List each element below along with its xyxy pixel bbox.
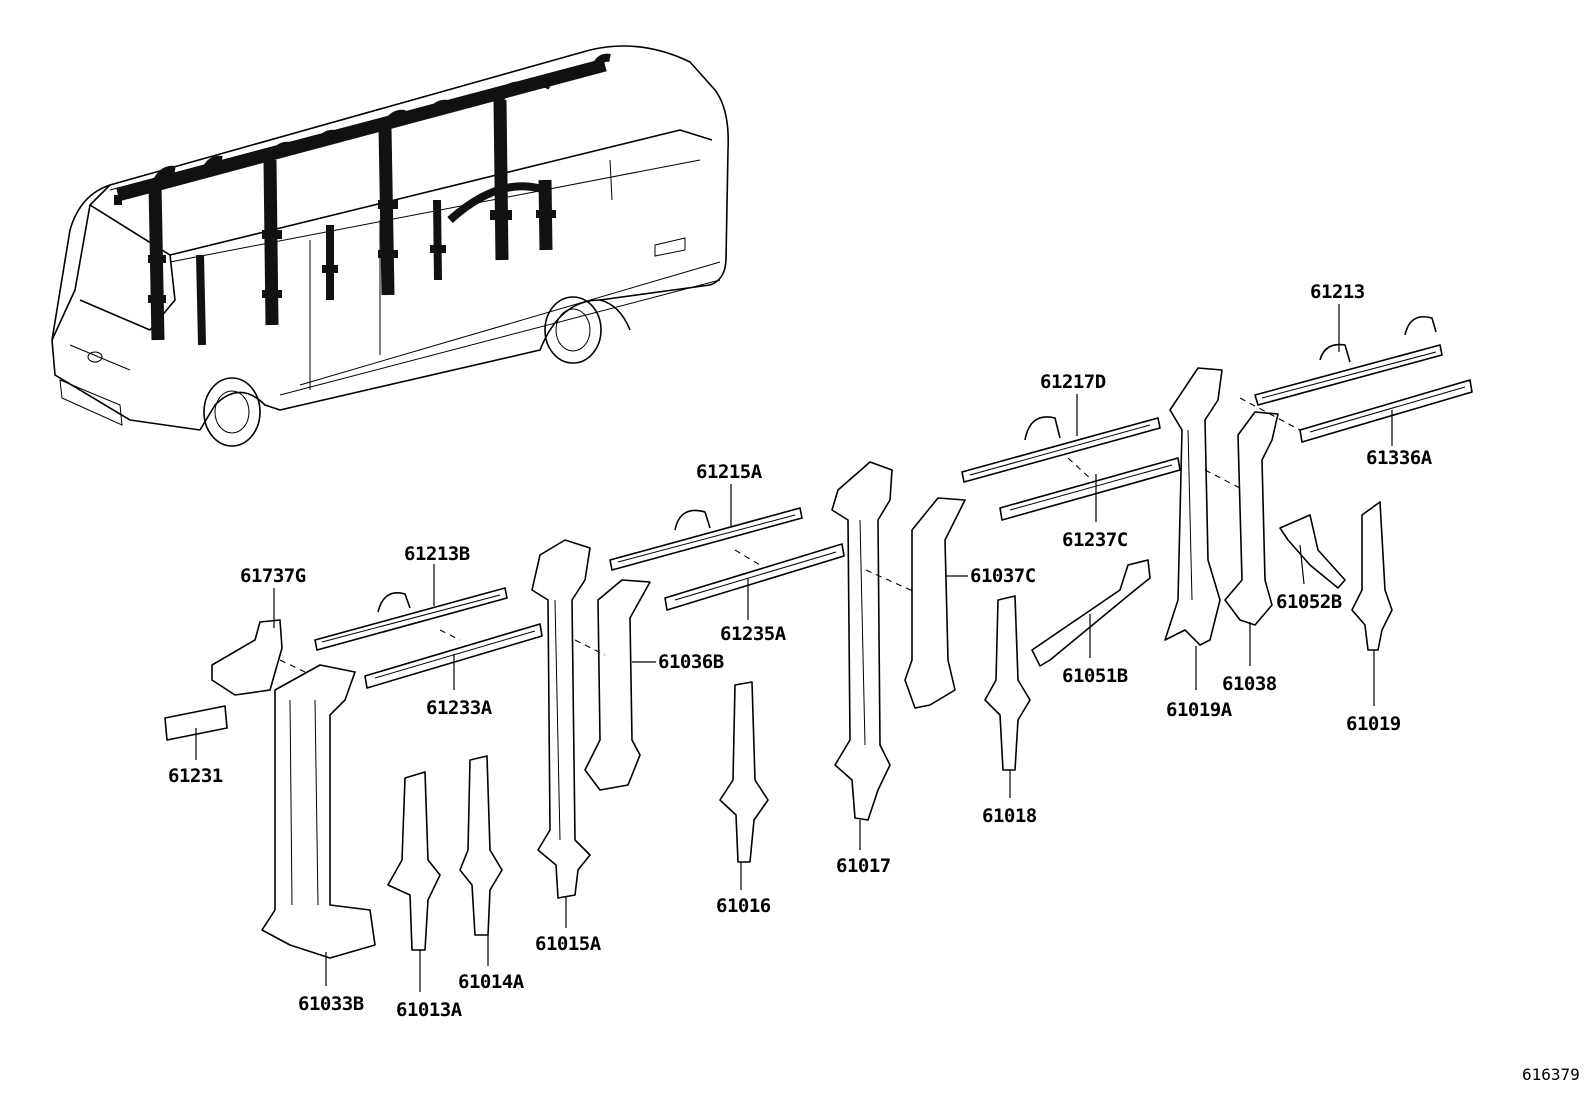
label-61016: 61016 (716, 895, 771, 917)
part-labels: 61213 61336A 61217D 61237C 61215A 61235A… (168, 281, 1580, 1084)
label-61018: 61018 (982, 805, 1037, 827)
label-61013A: 61013A (396, 999, 463, 1021)
label-61015A: 61015A (535, 933, 602, 955)
label-61038: 61038 (1222, 673, 1277, 695)
bus-illustration (51, 45, 730, 447)
label-61213B: 61213B (404, 543, 470, 565)
label-61052B: 61052B (1276, 591, 1342, 613)
label-61233A: 61233A (426, 697, 493, 719)
reference-number: 616379 (1522, 1065, 1580, 1084)
label-61019A: 61019A (1166, 699, 1233, 721)
label-61213: 61213 (1310, 281, 1365, 303)
label-61737G: 61737G (240, 565, 306, 587)
leader-lines (195, 304, 1393, 992)
label-61217D: 61217D (1040, 371, 1106, 393)
label-61235A: 61235A (720, 623, 787, 645)
label-61237C: 61237C (1062, 529, 1128, 551)
label-61014A: 61014A (458, 971, 525, 993)
label-61017: 61017 (836, 855, 891, 877)
label-61215A: 61215A (696, 461, 763, 483)
label-61051B: 61051B (1062, 665, 1128, 687)
label-61036B: 61036B (658, 651, 724, 673)
label-61231: 61231 (168, 765, 223, 787)
label-61336A: 61336A (1366, 447, 1433, 469)
label-61019: 61019 (1346, 713, 1401, 735)
label-61037C: 61037C (970, 565, 1036, 587)
part-drawings (164, 316, 1473, 959)
label-61033B: 61033B (298, 993, 364, 1015)
